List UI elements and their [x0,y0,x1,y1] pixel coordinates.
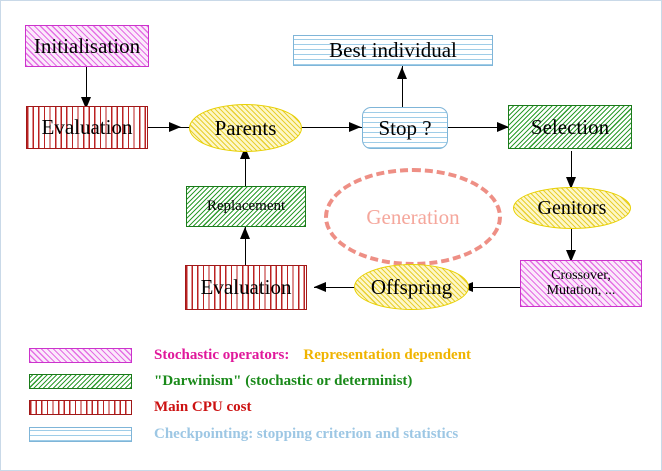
node-evaluation-top-label: Evaluation [41,115,133,140]
legend-row-stochastic: Stochastic operators: Representation dep… [29,347,471,364]
arrowhead-right-stop [349,122,361,132]
legend-label-darwinism: "Darwinism" (stochastic or determinist) [154,373,413,389]
arrowhead-left-evaluation-bottom [314,282,326,292]
legend-row-cpu-cost: Main CPU cost [29,399,252,416]
node-replacement-label: Replacement [206,197,286,214]
legend-label-cpu-cost: Main CPU cost [154,399,252,415]
legend-label-checkpointing: Checkpointing: stopping criterion and st… [154,426,459,442]
edge-stop-to-selection [447,127,512,129]
node-best-individual-label: Best individual [329,38,457,63]
generation-label: Generation [366,204,460,229]
edge-genitors-to-crossover [571,226,573,262]
legend-swatch-checkpointing-icon [29,427,132,442]
arrowhead-up-best-individual [397,67,407,79]
node-offspring[interactable]: Offspring [354,264,469,310]
node-crossover-label-line2: Mutation, ... [546,282,616,298]
node-best-individual[interactable]: Best individual [293,35,493,66]
edge-selection-to-genitors [571,151,573,190]
arrowhead-down-evaluation-top [81,97,91,109]
legend-row-checkpointing: Checkpointing: stopping criterion and st… [29,426,458,443]
node-parents[interactable]: Parents [189,104,302,152]
legend-swatch-cpu-cost-icon [29,400,132,415]
node-evaluation-bottom-label: Evaluation [200,275,292,300]
legend-swatch-stochastic-icon [29,348,132,363]
node-crossover-label-line1: Crossover, [551,267,611,283]
edge-offspring-to-evaluation [314,287,364,289]
node-genitors[interactable]: Genitors [513,187,631,229]
node-crossover-mutation[interactable]: Crossover, Mutation, ... [520,260,642,307]
legend-swatch-darwinism-icon [29,374,132,389]
arrowhead-down-genitors [566,177,576,189]
node-initialisation-label: Initialisation [33,33,141,58]
node-stop[interactable]: Stop ? [362,107,448,149]
legend-label-representation-dependent: Representation dependent [303,347,472,363]
edge-initialisation-to-evaluation [86,67,88,109]
legend-label-stochastic: Stochastic operators: [154,347,290,363]
node-initialisation[interactable]: Initialisation [25,25,149,67]
arrowhead-up-parents [240,147,250,159]
node-stop-label: Stop ? [378,115,432,140]
arrowhead-right-parents [169,122,181,132]
node-offspring-label: Offspring [370,274,453,299]
edge-evaluation-to-replacement [245,227,247,267]
edge-parents-to-stop [301,127,364,129]
generation-annotation: Generation [324,168,502,266]
arrowhead-right-selection [497,122,509,132]
node-replacement[interactable]: Replacement [186,186,306,227]
node-selection[interactable]: Selection [508,105,632,149]
arrowhead-down-crossover [566,250,576,262]
edge-crossover-to-offspring [461,287,523,289]
edge-stop-to-best-individual [402,65,404,109]
arrowhead-up-replacement [240,227,250,239]
node-selection-label: Selection [530,114,610,139]
node-parents-label: Parents [214,115,277,140]
node-evaluation-bottom[interactable]: Evaluation [185,265,307,310]
edge-replacement-to-parents [245,147,247,187]
legend-row-darwinism: "Darwinism" (stochastic or determinist) [29,373,412,390]
node-genitors-label: Genitors [537,196,607,219]
node-evaluation-top[interactable]: Evaluation [26,106,148,149]
